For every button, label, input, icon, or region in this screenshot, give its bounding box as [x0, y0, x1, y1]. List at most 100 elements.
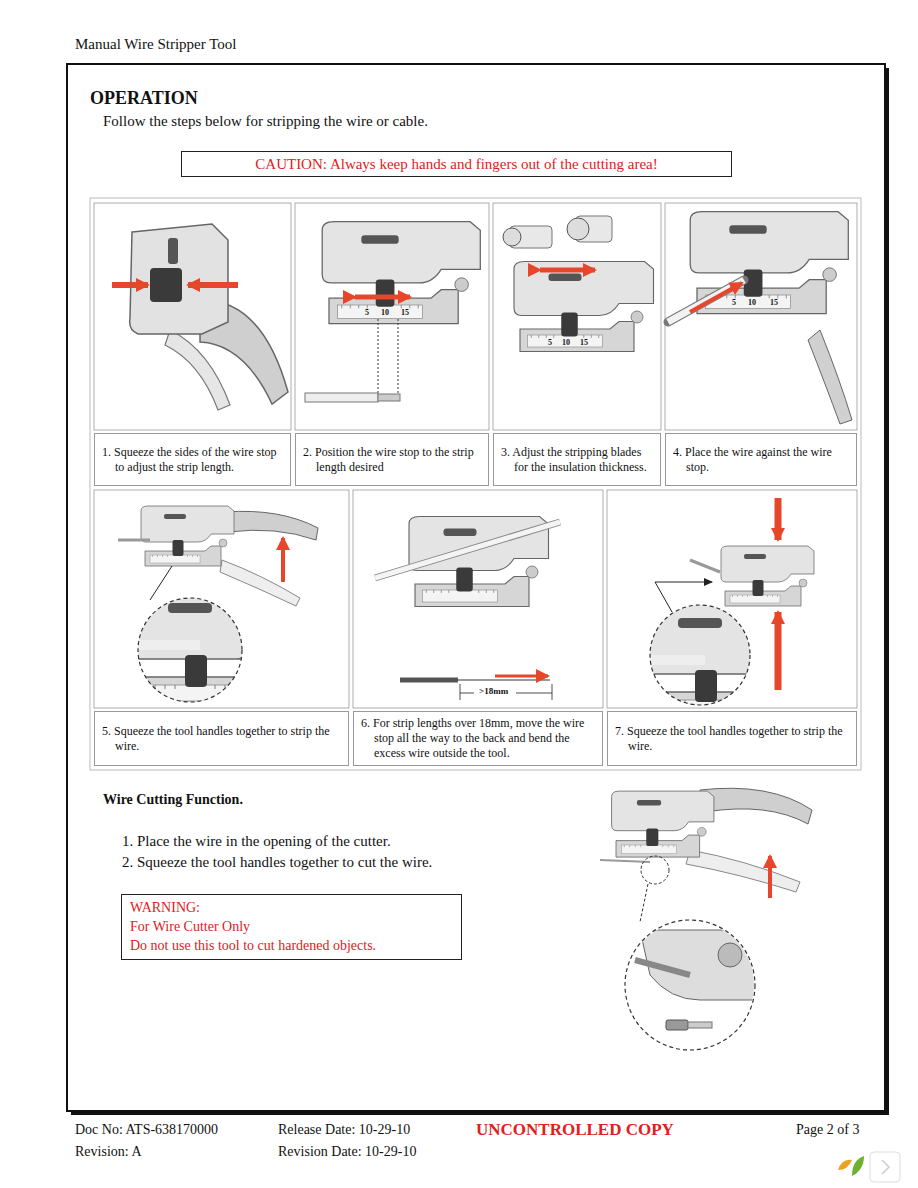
warning-box: WARNING:For Wire Cutter OnlyDo not use t… [121, 894, 462, 960]
pivot [718, 943, 742, 967]
red-arrow [188, 282, 238, 288]
wire [375, 522, 560, 578]
footer-text: Revision: A [75, 1144, 142, 1160]
notice-text: Do not use this tool to cut hardened obj… [130, 936, 453, 955]
page-number: Page 2 of 3 [796, 1122, 859, 1138]
wire [635, 960, 690, 975]
logo-box [870, 1152, 900, 1182]
caution-box: CAUTION: Always keep hands and fingers o… [181, 151, 732, 177]
magnifier-circle [650, 605, 750, 705]
step-caption: 2. Position the wire stop to the strip l… [295, 433, 489, 486]
leader-line [655, 582, 672, 612]
wire [375, 522, 560, 578]
tool-head [122, 587, 308, 707]
scale-number: 10 [562, 338, 570, 347]
step-text: 3. Adjust the stripping blades for the i… [514, 445, 654, 475]
scale-number: 15 [770, 298, 778, 307]
scale-number: 5 [732, 298, 736, 307]
tool-handle [686, 850, 800, 892]
panel-grid [90, 198, 861, 770]
logo-leaf [838, 1160, 852, 1170]
red-arrow [540, 268, 595, 273]
red-arrow [281, 538, 285, 582]
red-arrow [495, 675, 548, 678]
magnifier-circle [625, 920, 755, 1050]
logo-leaf [852, 1156, 864, 1176]
cut-pin [666, 1020, 688, 1030]
magnified-view [122, 587, 308, 707]
instruction-text: 2. Squeeze the tool handles together to … [122, 854, 432, 871]
running-header: Manual Wire Stripper Tool [75, 36, 237, 53]
magnified-view [626, 921, 760, 1049]
magnifier-circle [138, 598, 242, 702]
dotted-guide [378, 319, 398, 393]
step-caption: 7. Squeeze the tool handles together to … [607, 711, 857, 766]
wire-core [458, 679, 550, 681]
step-text: 4. Place the wire against the wire stop. [686, 445, 850, 475]
tool-handle [700, 788, 812, 824]
tool-head [612, 791, 714, 857]
wire [668, 280, 744, 322]
footer-text: Revision Date: 10-29-10 [278, 1144, 416, 1160]
panel-cell [607, 490, 857, 708]
page-frame [67, 64, 885, 1111]
tool-side-view [503, 216, 654, 352]
slot [168, 238, 178, 264]
leader-line [150, 566, 172, 600]
tool-handle [220, 560, 300, 606]
tool-side-view [305, 222, 480, 402]
panel-cell [493, 203, 661, 430]
wire [130, 640, 200, 650]
instruction-text: 1. Place the wire in the opening of the … [122, 833, 391, 850]
wire [305, 393, 378, 402]
tool-side-view [632, 498, 818, 722]
leader-line [640, 884, 648, 922]
tool-head [141, 506, 234, 566]
cutter-illustration [600, 788, 812, 1050]
tool-head [721, 546, 814, 606]
step-caption: 3. Adjust the stripping blades for the i… [493, 433, 661, 486]
intro-text: Follow the steps below for stripping the… [103, 113, 428, 130]
copy-status: UNCONTROLLED COPY [476, 1120, 674, 1140]
red-arrow [112, 282, 148, 288]
red-arrow [775, 612, 782, 690]
notice-text: CAUTION: Always keep hands and fingers o… [255, 154, 657, 174]
step-caption: 4. Place the wire against the wire stop. [665, 433, 857, 486]
tool-side-view [668, 212, 852, 424]
detail-circle [641, 856, 669, 884]
scale-number: 5 [548, 338, 552, 347]
panel-cell [665, 203, 857, 430]
tool-body [130, 224, 228, 334]
corner-logo [838, 1152, 900, 1182]
scale-number: 15 [580, 338, 588, 347]
tool-handle [165, 330, 230, 410]
wire [600, 860, 650, 862]
dimension-label: >18mm [477, 687, 510, 696]
wire-stop [150, 268, 182, 302]
step-text: 6. For strip lengths over 18mm, move the… [374, 716, 596, 761]
wire [118, 539, 150, 542]
notice-text: WARNING: [130, 898, 453, 917]
step-text: 7. Squeeze the tool handles together to … [628, 724, 850, 754]
footer-text: Release Date: 10-29-10 [278, 1122, 410, 1138]
step-text: 5. Squeeze the tool handles together to … [115, 724, 342, 754]
panel-cell [353, 490, 603, 708]
red-arrow [355, 295, 410, 300]
step-caption: 6. For strip lengths over 18mm, move the… [353, 711, 603, 766]
section-heading: Wire Cutting Function. [103, 792, 243, 808]
leader-arrow [655, 582, 712, 583]
tool-handle [225, 511, 318, 540]
step-text: 1. Squeeze the sides of the wire stop to… [115, 445, 284, 475]
cable-end [567, 218, 589, 240]
wire [668, 280, 744, 322]
cut-pin [688, 1022, 712, 1028]
tool-full-view [118, 506, 318, 707]
magnified-view [632, 602, 818, 722]
scale-number: 5 [365, 308, 369, 317]
cable-end [503, 228, 521, 246]
section-heading: OPERATION [90, 88, 198, 109]
tool-front-view [112, 224, 288, 410]
scale-number: 15 [401, 308, 409, 317]
notice-text: For Wire Cutter Only [130, 917, 453, 936]
